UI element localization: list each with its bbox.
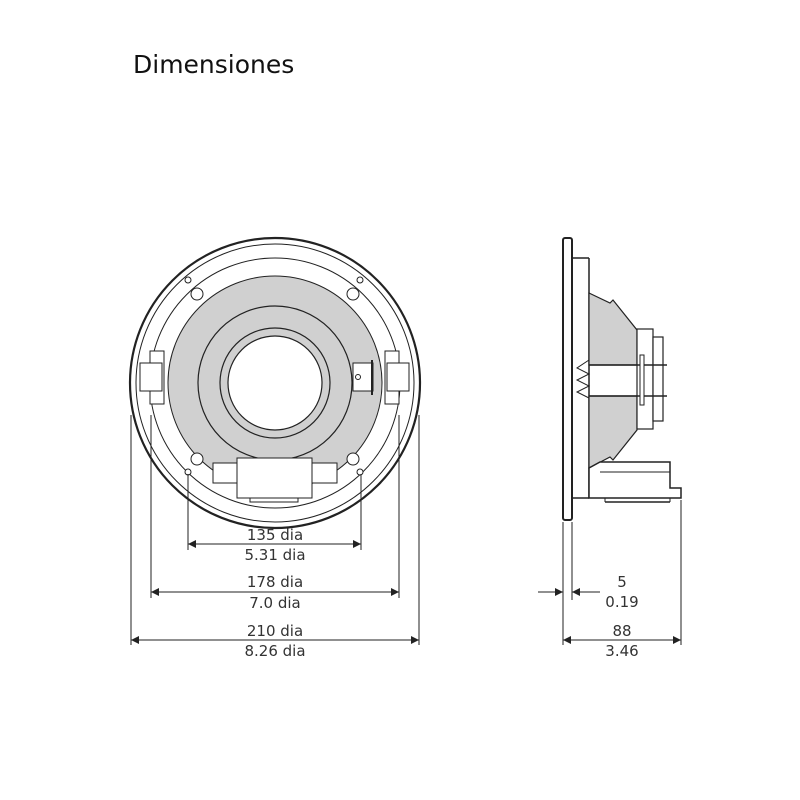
dim-210-imperial: 8.26 dia bbox=[244, 642, 305, 660]
dim-178-metric: 178 dia bbox=[247, 573, 303, 591]
page-title: Dimensiones bbox=[133, 50, 295, 79]
front-dimension-labels: 135 dia 5.31 dia 178 dia 7.0 dia 210 dia… bbox=[244, 526, 305, 660]
front-view bbox=[128, 236, 422, 645]
dim-210-metric: 210 dia bbox=[247, 622, 303, 640]
dim-88-imperial: 3.46 bbox=[605, 642, 638, 660]
side-dimension-labels: 5 0.19 88 3.46 bbox=[605, 573, 638, 660]
dim-5-imperial: 0.19 bbox=[605, 593, 638, 611]
dim-135-metric: 135 dia bbox=[247, 526, 303, 544]
dim-88-metric: 88 bbox=[612, 622, 631, 640]
dim-178-imperial: 7.0 dia bbox=[249, 594, 301, 612]
dim-135-imperial: 5.31 dia bbox=[244, 546, 305, 564]
side-view bbox=[538, 237, 682, 645]
dim-5-metric: 5 bbox=[617, 573, 627, 591]
